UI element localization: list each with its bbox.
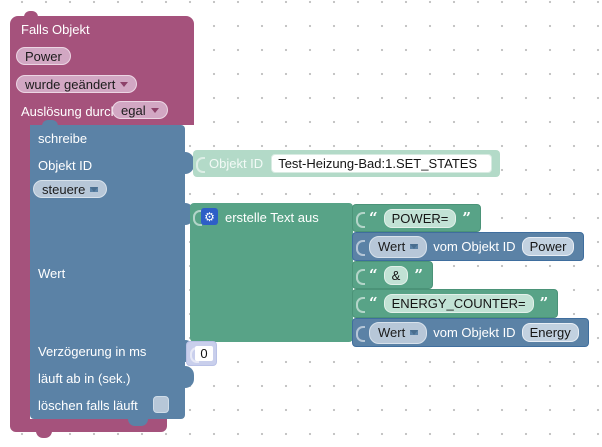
- oid-field[interactable]: Energy: [521, 323, 579, 342]
- gear-icon[interactable]: ⚙: [201, 208, 218, 225]
- control-block-top-notch: [42, 120, 58, 126]
- trigger-block-left-spine[interactable]: [10, 125, 30, 419]
- trigger-object-field-text: Power: [25, 48, 62, 64]
- trigger-by-dropdown[interactable]: egal: [112, 101, 168, 119]
- attr-dropdown-text: Wert: [378, 239, 406, 254]
- string-field[interactable]: &: [383, 265, 409, 285]
- socket-notch: [190, 347, 199, 363]
- object-id-block-label: Objekt ID: [209, 156, 264, 171]
- socket-notch: [356, 212, 365, 228]
- control-clear-checkbox[interactable]: [153, 396, 169, 413]
- trigger-event-dropdown-text: wurde geändert: [25, 76, 116, 92]
- text-join-block[interactable]: ⚙ erstelle Text aus: [190, 203, 353, 342]
- attr-dropdown[interactable]: Wert: [369, 235, 428, 258]
- chevron-down-icon: [410, 244, 419, 249]
- value-of-object-block[interactable]: Wert vom Objekt ID Power: [352, 232, 585, 261]
- control-clear-label: löschen falls läuft: [38, 398, 138, 413]
- chevron-down-icon: [120, 81, 129, 87]
- socket-notch: [196, 157, 205, 173]
- control-mode-dropdown-text: steuere: [42, 181, 86, 197]
- control-objectid-label: Objekt ID: [38, 158, 93, 173]
- trigger-block-next-notch: [36, 431, 52, 438]
- string-field[interactable]: POWER=: [383, 208, 457, 228]
- control-expire-label: läuft ab in (sek.): [38, 371, 131, 386]
- open-quote: “: [369, 294, 378, 312]
- open-quote: “: [369, 208, 378, 227]
- text-join-label: erstelle Text aus: [225, 210, 319, 225]
- chevron-down-icon: [150, 107, 159, 113]
- value-of-object-label: vom Objekt ID: [433, 239, 516, 254]
- control-value-connector: [183, 203, 194, 225]
- delay-number-field[interactable]: 0: [195, 346, 213, 361]
- socket-notch: [193, 210, 202, 226]
- trigger-block-bottom[interactable]: [10, 419, 167, 432]
- object-id-value-field[interactable]: Test-Heizung-Bad:1.SET_STATES: [271, 154, 492, 173]
- object-id-block[interactable]: Objekt ID Test-Heizung-Bad:1.SET_STATES: [193, 150, 500, 177]
- control-action-label: schreibe: [38, 131, 88, 146]
- oid-field[interactable]: Power: [521, 237, 575, 256]
- gear-glyph: ⚙: [204, 209, 215, 224]
- socket-notch: [356, 297, 365, 313]
- text-item-string[interactable]: “ ENERGY_COUNTER= ”: [352, 289, 559, 318]
- trigger-object-field[interactable]: Power: [16, 47, 71, 65]
- control-value-label: Wert: [38, 266, 66, 281]
- string-field[interactable]: ENERGY_COUNTER=: [383, 294, 534, 313]
- control-expire-connector[interactable]: [183, 366, 194, 388]
- delay-number-block[interactable]: 0: [186, 341, 217, 366]
- chevron-down-icon: [410, 330, 419, 335]
- close-quote: ”: [462, 208, 471, 227]
- attr-dropdown[interactable]: Wert: [369, 321, 428, 344]
- value-of-object-block[interactable]: Wert vom Objekt ID Energy: [352, 318, 589, 347]
- trigger-event-dropdown[interactable]: wurde geändert: [16, 75, 138, 93]
- control-mode-dropdown[interactable]: steuere: [33, 180, 108, 198]
- trigger-by-label: Auslösung durch: [21, 104, 118, 119]
- control-delay-label: Verzögerung in ms: [38, 344, 147, 359]
- trigger-block-top-notch: [24, 11, 38, 17]
- socket-notch: [356, 326, 365, 342]
- text-item-string[interactable]: “ & ”: [352, 261, 433, 289]
- socket-notch: [356, 240, 365, 256]
- open-quote: “: [369, 265, 378, 284]
- trigger-by-dropdown-text: egal: [121, 102, 146, 118]
- close-quote: ”: [414, 265, 423, 284]
- control-block-next-notch: [128, 419, 148, 426]
- socket-notch: [356, 269, 365, 285]
- control-block[interactable]: [30, 125, 185, 419]
- text-item-string[interactable]: “ POWER= ”: [352, 204, 481, 232]
- close-quote: ”: [539, 294, 549, 312]
- chevron-down-icon: [90, 186, 99, 192]
- value-of-object-label: vom Objekt ID: [433, 325, 516, 340]
- trigger-title: Falls Objekt: [21, 22, 90, 37]
- attr-dropdown-text: Wert: [378, 325, 406, 340]
- control-objectid-connector: [183, 152, 194, 174]
